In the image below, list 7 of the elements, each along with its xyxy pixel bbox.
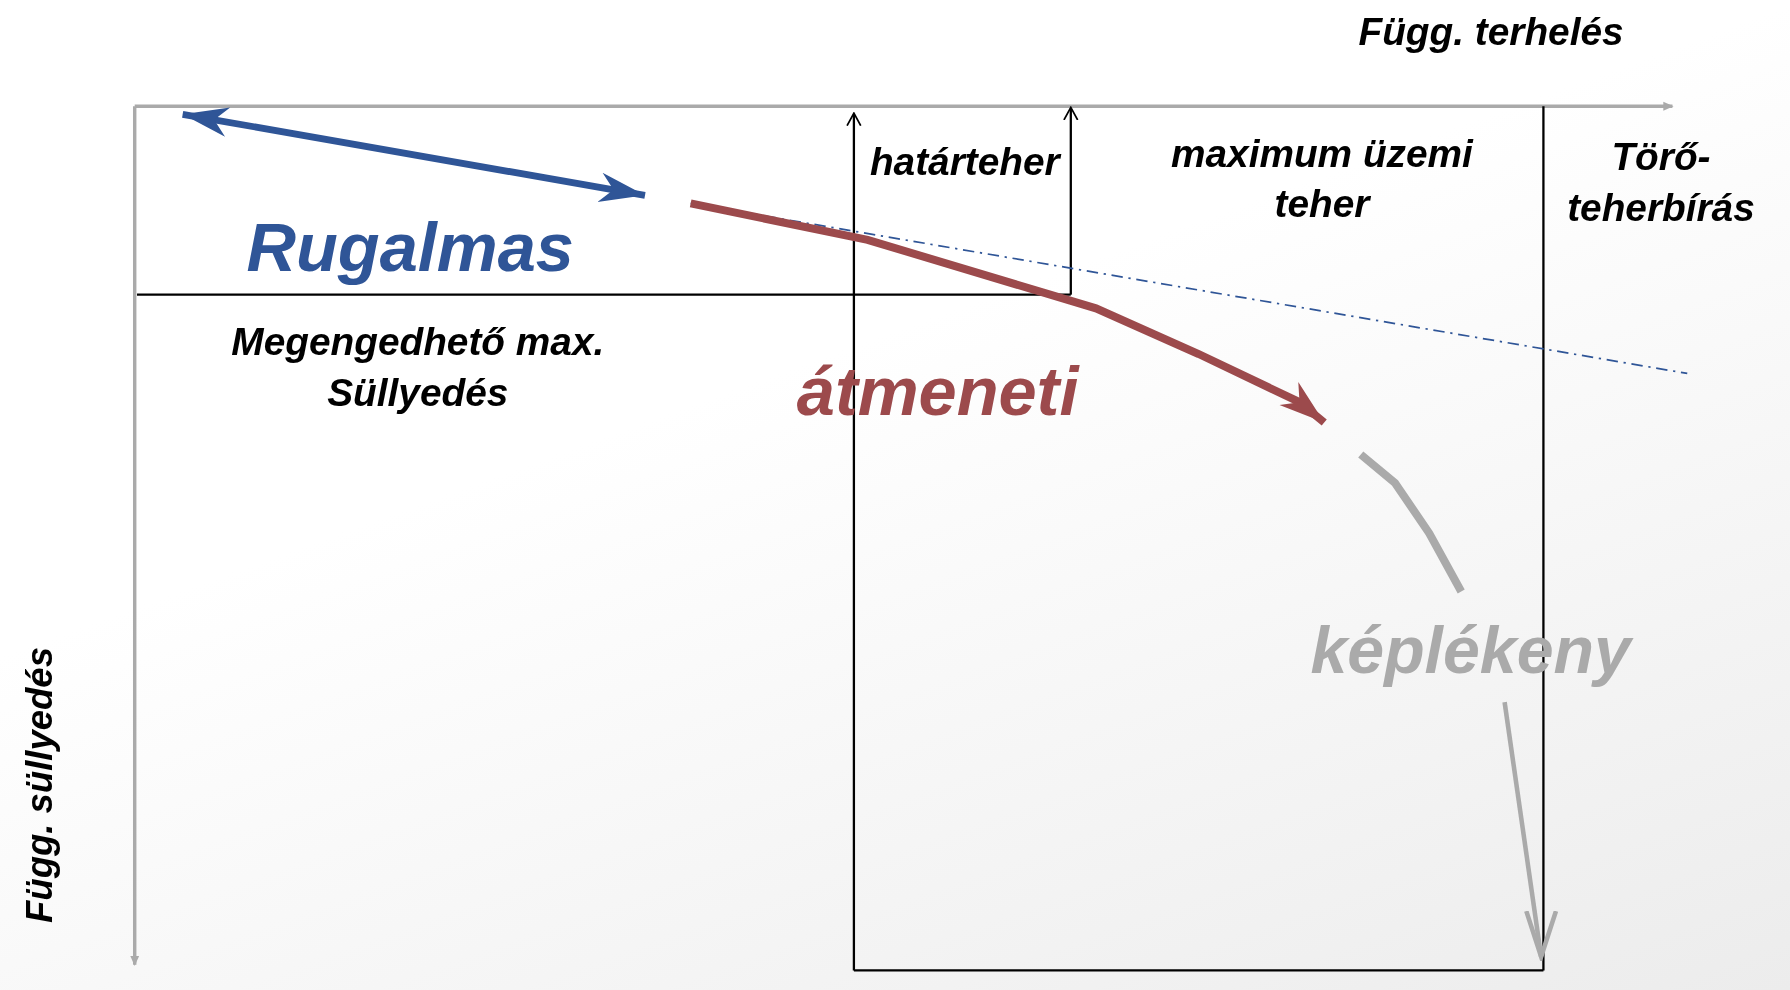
label-text: Függ. terhelés xyxy=(1358,8,1624,55)
label-text: maximum üzemi teher xyxy=(1170,131,1475,228)
label-text: Törő-teherbírás xyxy=(1566,134,1756,231)
label-text: Megengedhető max. Süllyedés xyxy=(230,319,606,416)
label-text: Függ. süllyedés xyxy=(18,647,62,924)
label-text: Rugalmas xyxy=(246,208,574,289)
label-text: határteher xyxy=(869,139,1060,185)
